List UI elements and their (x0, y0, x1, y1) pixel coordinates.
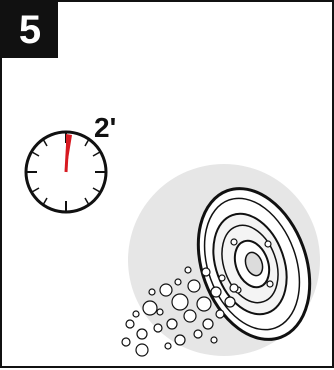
stopwatch-icon (26, 132, 106, 212)
timer-hand (66, 136, 68, 172)
duration-label: 2' (94, 114, 116, 142)
